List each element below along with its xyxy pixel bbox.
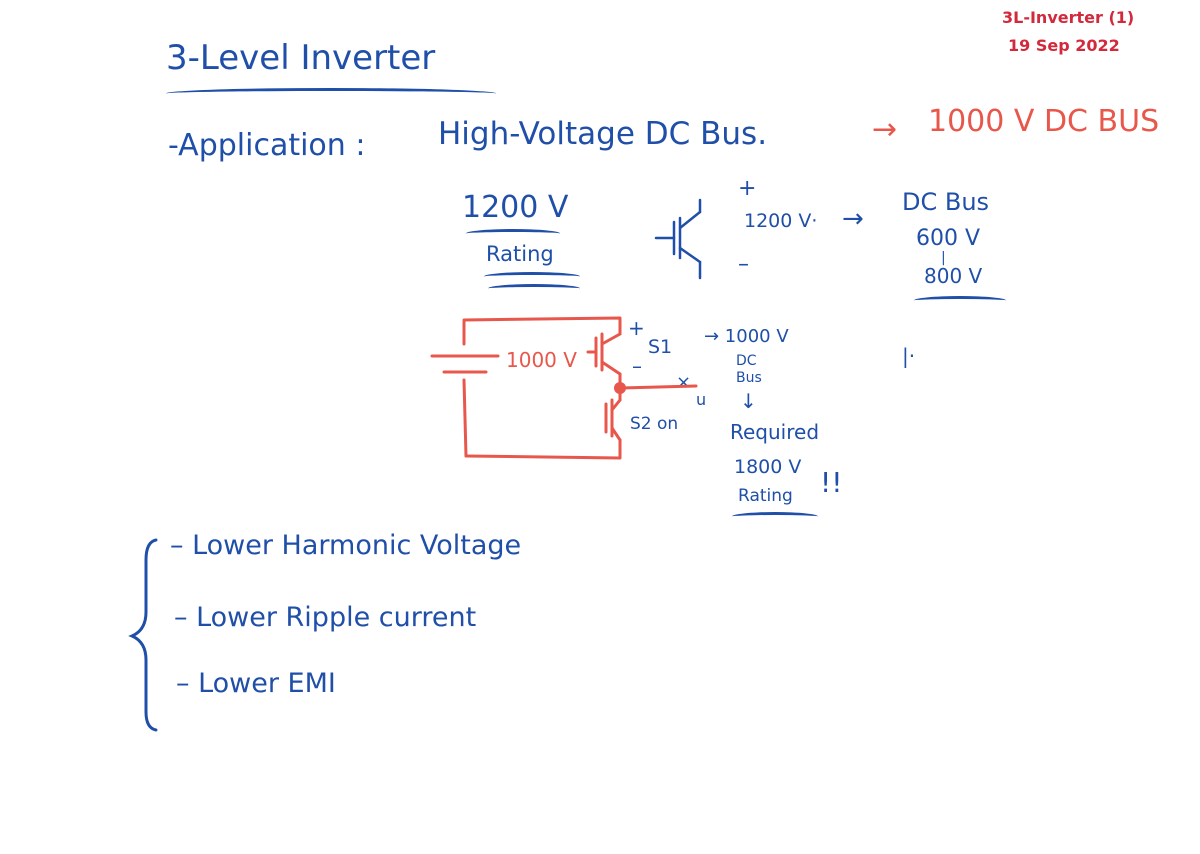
down-arrow: ↓ [740,389,757,413]
dc-label: DC [736,353,757,369]
required-underline [732,512,818,521]
s1-label: S1 [648,336,673,358]
s2-label: S2 on [630,414,679,434]
s1-plus: + [628,316,645,340]
benefit-item: – Lower Ripple current [174,602,477,633]
rating-underline-2 [488,284,580,293]
title-underline [166,88,496,99]
application-value: High-Voltage DC Bus. [438,116,768,152]
benefit-item: – Lower EMI [176,668,336,699]
igbt-symbol [654,198,702,280]
rating-underline-1 [484,272,580,281]
rating-voltage-underline [466,229,560,238]
page-title: 3-Level Inverter [166,38,436,78]
device-voltage: 1200 V· [744,210,818,232]
device-arrow: → [842,204,864,234]
dc-bus-high: 800 V [924,264,983,288]
s1-minus: – [632,354,642,378]
u-label: u [696,390,707,409]
doc-date: 19 Sep 2022 [1008,36,1120,55]
required-label: Required [730,420,820,444]
application-label: -Application : [168,128,366,163]
dc-bus-low: 600 V [916,226,981,251]
benefits-brace [128,538,158,732]
dc-bus-separator: | [941,250,946,266]
doc-reference: 3L-Inverter (1) [1002,8,1135,27]
source-voltage: 1000 V [506,348,577,372]
required-rating: Rating [738,486,793,506]
bus-label: Bus [736,370,762,386]
circuit-wiring [430,316,698,460]
application-result: 1000 V DC BUS [928,104,1160,139]
device-plus: + [738,176,757,201]
midpoint-node [614,382,626,394]
dc-bus-label: DC Bus [902,188,990,216]
rating-label: Rating [486,242,554,266]
exclaim-marks: !! [820,466,843,499]
application-arrow: → [872,112,898,147]
stray-mark: |· [902,344,916,368]
rating-voltage: 1200 V [462,190,569,225]
benefit-item: – Lower Harmonic Voltage [170,530,522,561]
s1-voltage: → 1000 V [704,326,789,347]
device-minus: – [738,252,749,277]
dc-bus-underline [914,296,1006,305]
required-voltage: 1800 V [734,456,802,478]
